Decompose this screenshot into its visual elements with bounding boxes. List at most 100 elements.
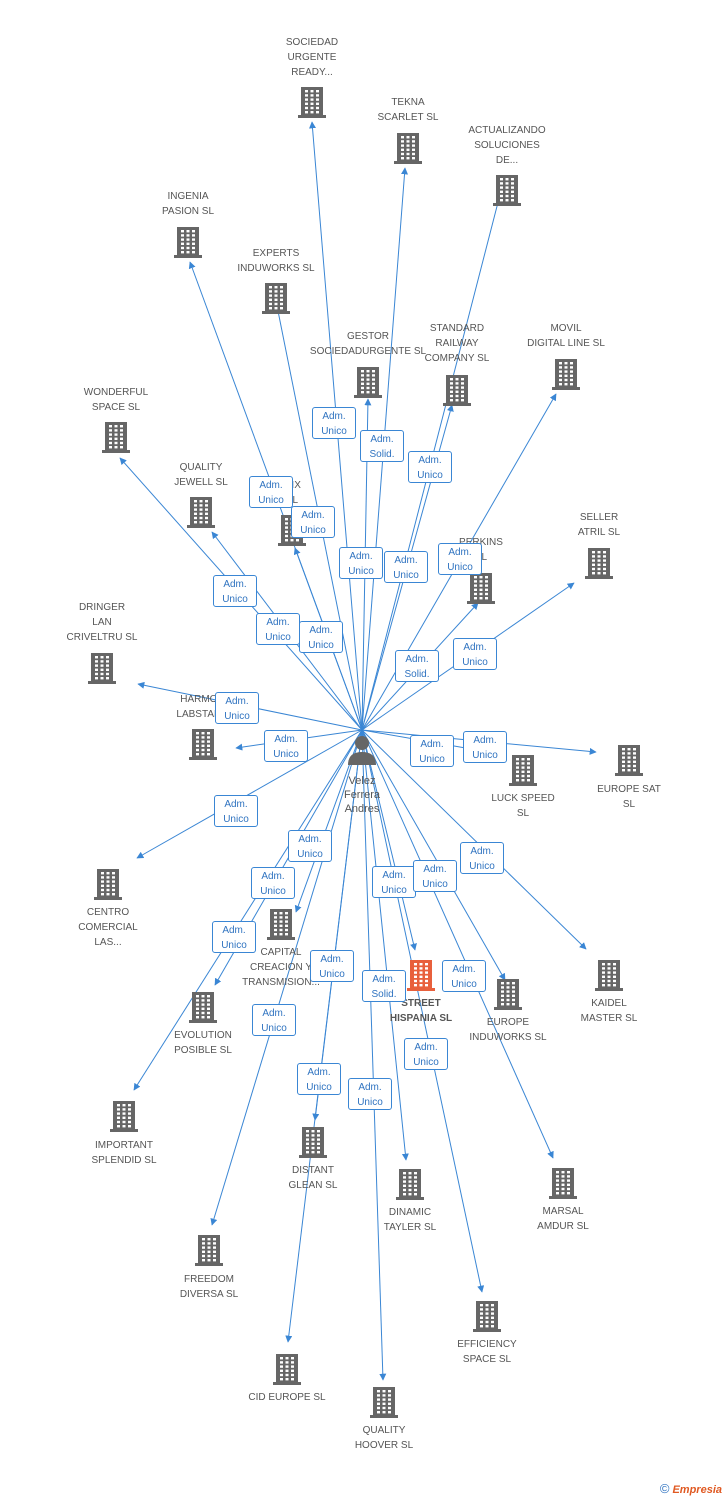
edge-line	[210, 729, 363, 1226]
company-node[interactable]	[370, 1387, 398, 1418]
company-label[interactable]: SELLER ATRIL SL	[577, 512, 621, 538]
role-badge[interactable]: Adm. Unico	[413, 860, 457, 892]
role-badge[interactable]: Adm. Unico	[384, 551, 428, 583]
role-badge[interactable]: Adm. Unico	[442, 960, 486, 992]
company-node[interactable]	[354, 367, 382, 398]
role-badge[interactable]: Adm. Solid.	[395, 650, 439, 682]
role-badge[interactable]: Adm. Solid.	[362, 970, 406, 1002]
company-label[interactable]: STREET HISPANIA SL	[389, 998, 453, 1024]
company-node[interactable]	[595, 960, 623, 991]
company-label[interactable]: EXPERTS INDUWORKS SL	[237, 248, 315, 274]
role-badge[interactable]: Adm. Unico	[453, 638, 497, 670]
role-badge[interactable]: Adm. Unico	[460, 842, 504, 874]
person-node[interactable]	[348, 736, 376, 765]
company-label[interactable]: TEKNA SCARLET SL	[377, 97, 439, 123]
company-label[interactable]: WONDERFUL SPACE SL	[83, 387, 149, 413]
role-badge[interactable]: Adm. Unico	[212, 921, 256, 953]
company-node[interactable]	[189, 729, 217, 760]
company-label[interactable]: DISTANT GLEAN SL	[288, 1165, 338, 1191]
company-node[interactable]	[273, 1354, 301, 1385]
company-label[interactable]: KAIDEL MASTER SL	[580, 998, 638, 1024]
company-node[interactable]	[110, 1101, 138, 1132]
company-label[interactable]: IMPORTANT SPLENDID SL	[91, 1140, 157, 1166]
company-node[interactable]	[552, 359, 580, 390]
role-badge[interactable]: Adm. Unico	[404, 1038, 448, 1070]
company-label[interactable]: MOVIL DIGITAL LINE SL	[527, 323, 605, 349]
role-badge[interactable]: Adm. Unico	[310, 950, 354, 982]
company-node[interactable]	[262, 283, 290, 314]
company-node[interactable]	[102, 422, 130, 453]
role-badge[interactable]: Adm. Unico	[339, 547, 383, 579]
company-node[interactable]	[473, 1301, 501, 1332]
role-badge[interactable]: Adm. Unico	[372, 866, 416, 898]
company-node[interactable]	[299, 1127, 327, 1158]
company-label[interactable]: SOCIEDAD URGENTE READY...	[285, 37, 339, 78]
role-badge[interactable]: Adm. Unico	[291, 506, 335, 538]
company-node[interactable]	[615, 745, 643, 776]
company-label[interactable]: CAPITAL CREACION Y TRANSMISION...	[242, 947, 320, 988]
role-badge[interactable]: Adm. Unico	[297, 1063, 341, 1095]
edge-line	[133, 729, 363, 1091]
company-node[interactable]	[549, 1168, 577, 1199]
role-badge[interactable]: Adm. Unico	[348, 1078, 392, 1110]
role-badge[interactable]: Adm. Unico	[288, 830, 332, 862]
role-badge[interactable]: Adm. Unico	[251, 867, 295, 899]
company-label[interactable]: EUROPE INDUWORKS SL	[469, 1017, 547, 1043]
company-label[interactable]: DINAMIC TAYLER SL	[383, 1207, 437, 1233]
role-badge[interactable]: Adm. Unico	[256, 613, 300, 645]
company-node[interactable]	[494, 979, 522, 1010]
company-label[interactable]: INGENIA PASION SL	[161, 191, 215, 217]
building-icon	[494, 979, 522, 1010]
role-badge[interactable]: Adm. Unico	[214, 795, 258, 827]
company-label[interactable]: EUROPE SAT SL	[597, 784, 661, 810]
role-badge[interactable]: Adm. Unico	[299, 621, 343, 653]
company-label[interactable]: DRINGER LAN CRIVELTRU SL	[66, 602, 138, 643]
company-label[interactable]: FREEDOM DIVERSA SL	[179, 1274, 239, 1300]
company-label[interactable]: EFFICIENCY SPACE SL	[457, 1339, 517, 1365]
company-node[interactable]	[585, 548, 613, 579]
company-node[interactable]	[396, 1169, 424, 1200]
role-badge[interactable]: Adm. Unico	[438, 543, 482, 575]
person-name[interactable]: Velez Ferrera Andres	[343, 775, 381, 815]
company-label[interactable]: HARMO... LABSTAR...	[176, 694, 230, 720]
company-label[interactable]: CID EUROPE SL	[248, 1392, 326, 1403]
role-badge[interactable]: Adm. Unico	[249, 476, 293, 508]
role-badge[interactable]: Adm. Unico	[213, 575, 257, 607]
company-label[interactable]: ACTUALIZANDO SOLUCIONES DE...	[468, 125, 546, 166]
edge-line	[285, 729, 363, 1343]
role-badge[interactable]: Adm. Unico	[215, 692, 259, 724]
company-node[interactable]	[94, 869, 122, 900]
company-label[interactable]: LUCK SPEED SL	[491, 793, 555, 819]
role-badge[interactable]: Adm. Unico	[264, 730, 308, 762]
company-node[interactable]	[493, 175, 521, 206]
company-label[interactable]: GESTOR SOCIEDADURGENTE SL	[309, 331, 427, 357]
company-node[interactable]	[187, 497, 215, 528]
company-label[interactable]: MARSAL AMDUR SL	[537, 1206, 589, 1232]
company-node[interactable]	[509, 755, 537, 786]
company-node[interactable]	[394, 133, 422, 164]
company-node[interactable]	[195, 1235, 223, 1266]
building-icon	[262, 283, 290, 314]
company-node[interactable]	[267, 909, 295, 940]
role-badge[interactable]: Adm. Unico	[408, 451, 452, 483]
edge-line	[361, 729, 387, 1381]
company-node[interactable]	[189, 992, 217, 1023]
company-node[interactable]	[467, 573, 495, 604]
company-label[interactable]: STANDARD RAILWAY COMPANY SL	[424, 323, 490, 364]
role-badge[interactable]: Adm. Unico	[252, 1004, 296, 1036]
company-node[interactable]	[298, 87, 326, 118]
edge-line	[361, 729, 409, 1161]
company-label[interactable]: EVOLUTION POSIBLE SL	[174, 1030, 232, 1056]
company-label[interactable]: QUALITY HOOVER SL	[354, 1425, 414, 1451]
role-badge[interactable]: Adm. Solid.	[360, 430, 404, 462]
company-label[interactable]: CENTRO COMERCIAL LAS...	[78, 907, 138, 948]
company-node[interactable]	[407, 960, 435, 991]
company-node[interactable]	[88, 653, 116, 684]
role-badge[interactable]: Adm. Unico	[463, 731, 507, 763]
company-node[interactable]	[443, 375, 471, 406]
company-node[interactable]	[174, 227, 202, 258]
role-badge[interactable]: Adm. Unico	[312, 407, 356, 439]
building-icon	[552, 359, 580, 390]
company-label[interactable]: QUALITY JEWELL SL	[174, 462, 228, 488]
role-badge[interactable]: Adm. Unico	[410, 735, 454, 767]
